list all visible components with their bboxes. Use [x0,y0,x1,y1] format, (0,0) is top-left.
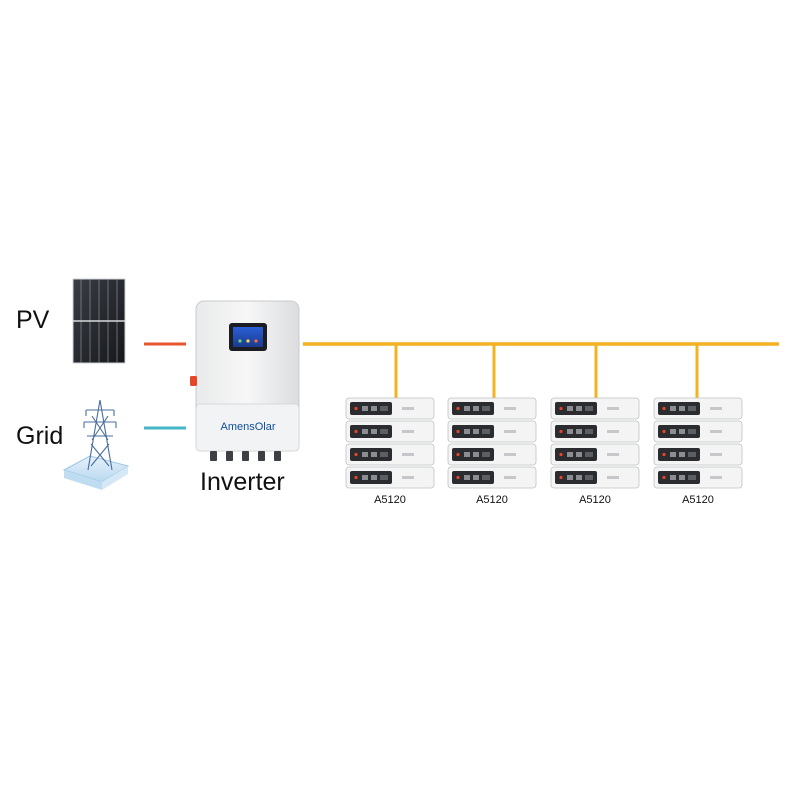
battery-module [345,443,435,466]
battery-module [345,466,435,489]
grid-tower-icon [62,399,130,490]
battery-stack [550,397,640,489]
battery-module [653,397,743,420]
battery-module [345,420,435,443]
battery-module [447,420,537,443]
battery-module [550,397,640,420]
battery-model-label: A5120 [476,494,508,506]
dc-bus [303,342,779,398]
grid-label: Grid [16,422,64,450]
inverter-label: Inverter [200,468,285,496]
battery-module [447,397,537,420]
battery-stack [447,397,537,489]
battery-model-label: A5120 [579,494,611,506]
battery-module [653,443,743,466]
battery-module [653,466,743,489]
battery-module [345,397,435,420]
battery-module [447,466,537,489]
battery-stacks [345,397,743,489]
battery-module [550,443,640,466]
battery-stack [653,397,743,489]
pv-label: PV [16,306,50,334]
battery-module [653,420,743,443]
solar-panel-icon [72,278,126,364]
battery-stack [345,397,435,489]
battery-module [550,420,640,443]
battery-model-label: A5120 [682,494,714,506]
battery-model-label: A5120 [374,494,406,506]
inverter-unit: AmensOlar [190,300,300,461]
inverter-brand-logo: AmensOlar [220,421,275,433]
battery-module [550,466,640,489]
battery-module [447,443,537,466]
